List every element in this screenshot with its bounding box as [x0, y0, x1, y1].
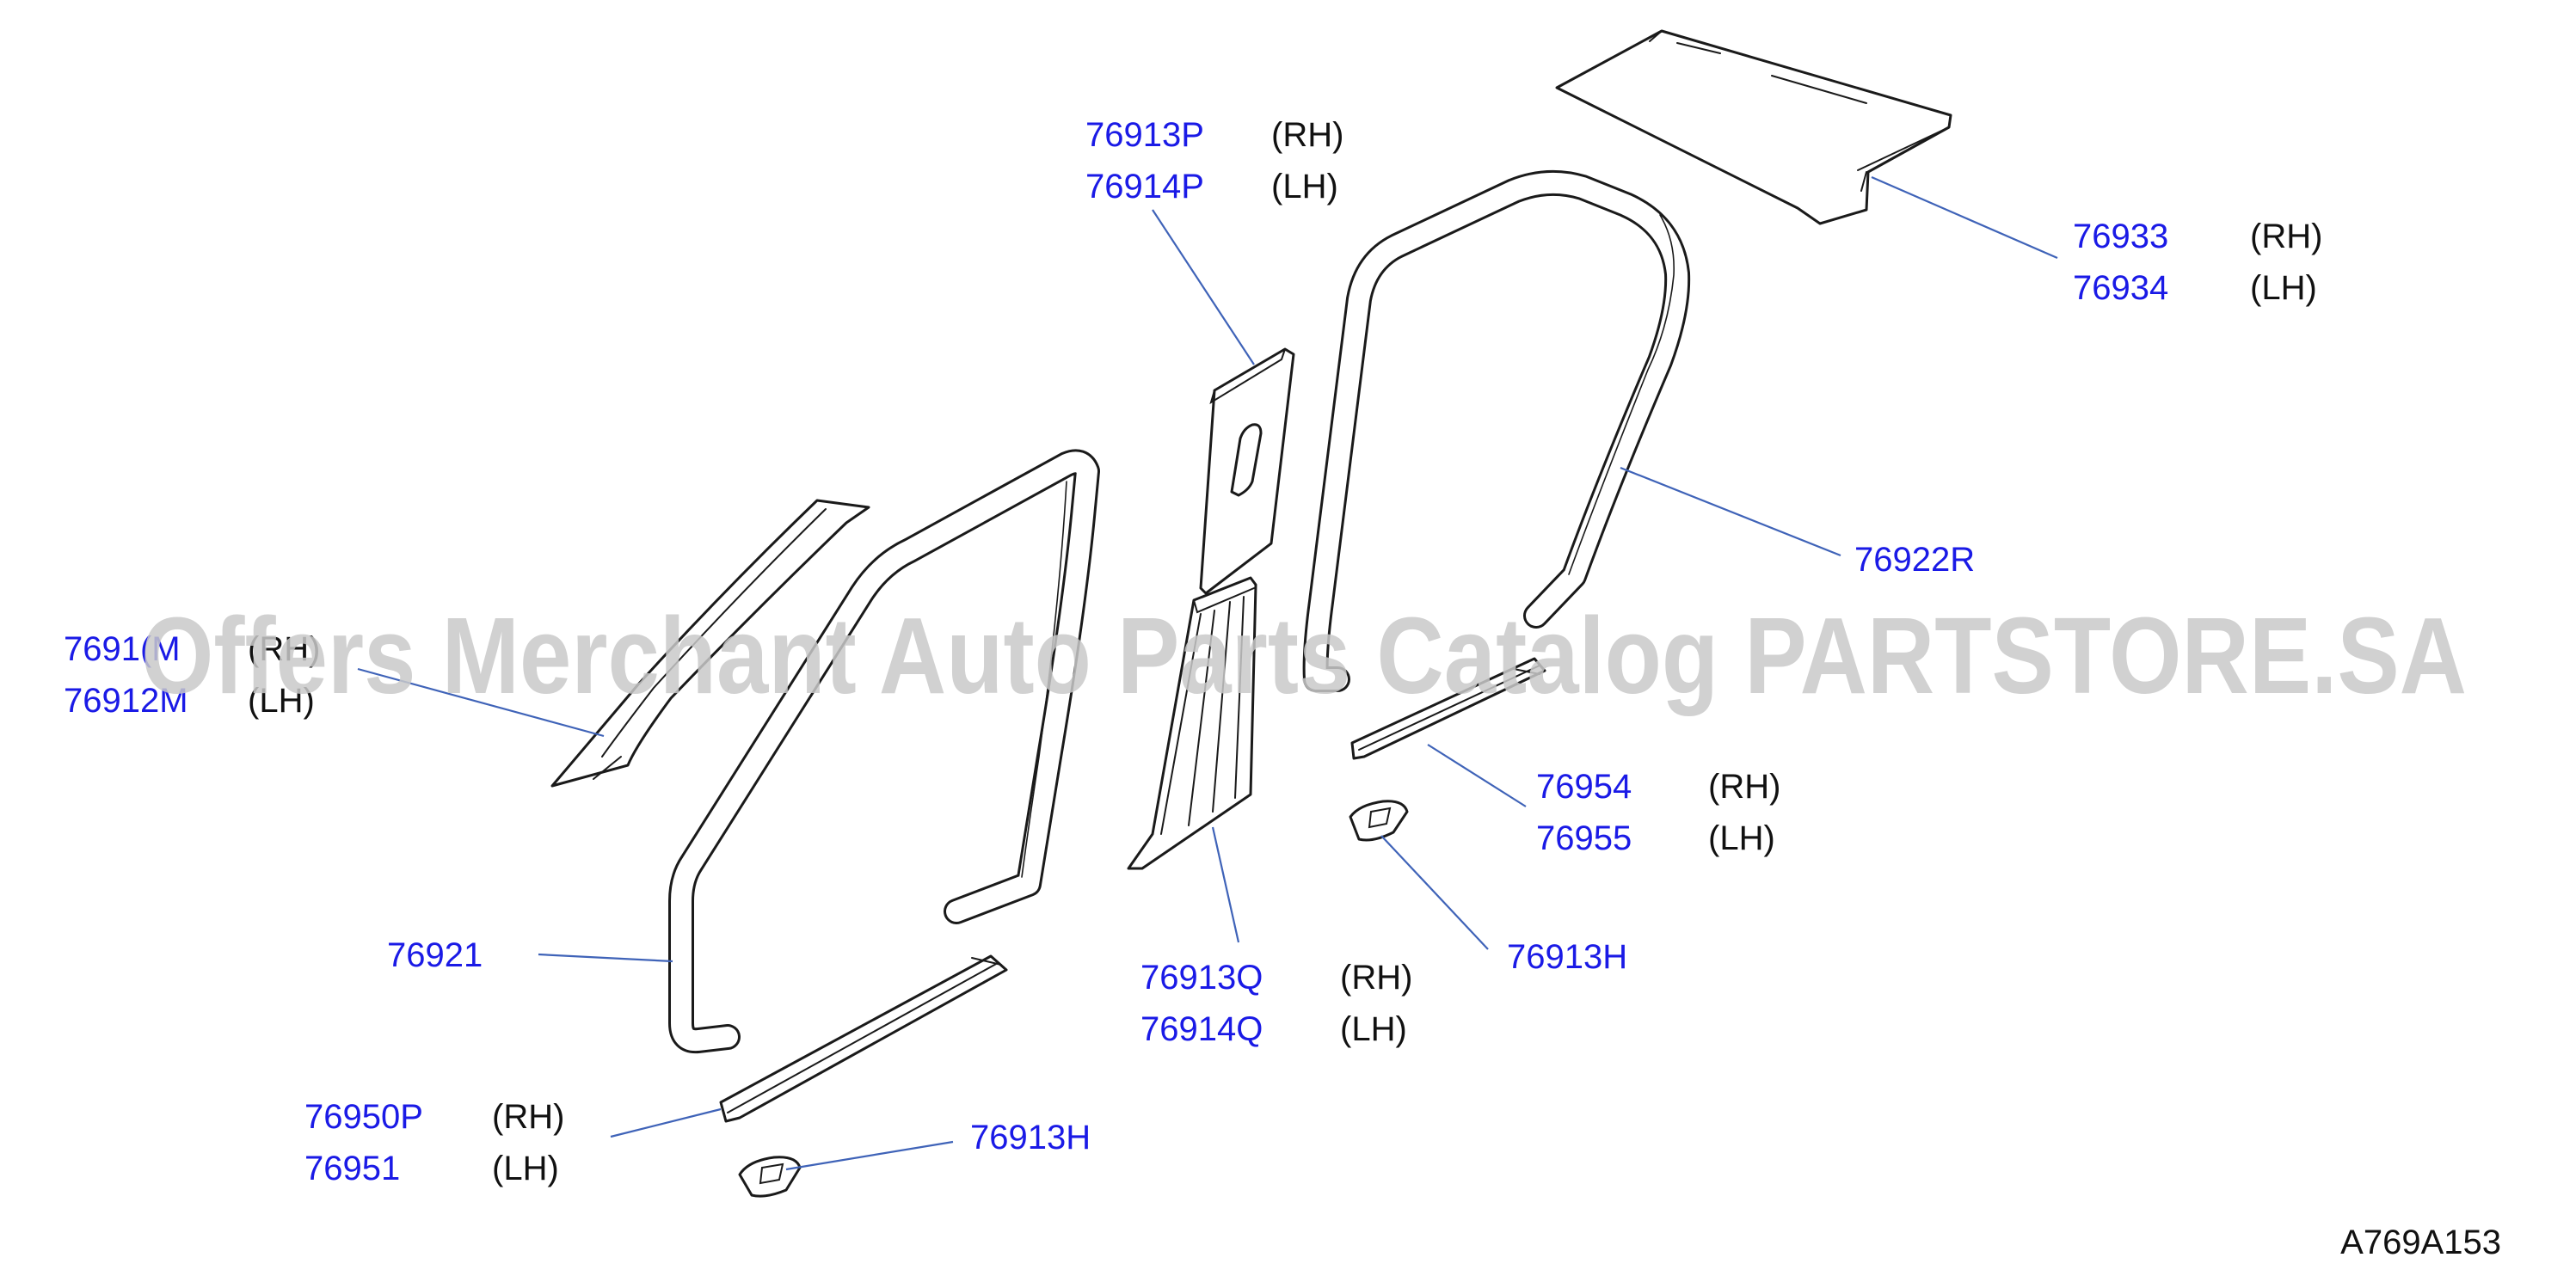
- part-number-76951[interactable]: 76951: [304, 1150, 400, 1187]
- leader-front-kicking-plate: [610, 1107, 722, 1138]
- clip-rear-part: [1349, 800, 1409, 842]
- side-label-lh: (LH): [1271, 168, 1338, 206]
- center-pillar-upper-garnish-part: [1199, 347, 1295, 595]
- part-number-76913h-rear[interactable]: 76913H: [1507, 938, 1627, 976]
- side-label-rh: (RH): [492, 1098, 564, 1136]
- front-door-weatherstrip-part: [668, 449, 1100, 1054]
- leader-clip-front: [785, 1140, 954, 1171]
- diagram-reference-code: A769A153: [2340, 1224, 2501, 1261]
- front-pillar-garnish-part: [550, 499, 870, 788]
- part-number-7691m[interactable]: 7691(M: [64, 630, 181, 668]
- leader-front-weatherstrip: [538, 953, 673, 963]
- part-number-76921[interactable]: 76921: [387, 936, 483, 974]
- roof-rail-trim-part: [1555, 29, 1952, 225]
- side-label-lh: (LH): [1340, 1010, 1407, 1048]
- part-number-76954[interactable]: 76954: [1536, 768, 1632, 806]
- rear-kicking-plate-part: [1350, 657, 1546, 760]
- part-number-76955[interactable]: 76955: [1536, 819, 1632, 857]
- side-label-lh: (LH): [2250, 269, 2317, 307]
- leader-rear-kicking-plate: [1427, 744, 1527, 807]
- side-label-rh: (RH): [1708, 768, 1780, 806]
- part-number-76913h-front[interactable]: 76913H: [970, 1119, 1091, 1156]
- side-label-lh: (LH): [492, 1150, 559, 1187]
- part-number-76913p[interactable]: 76913P: [1085, 116, 1204, 154]
- center-pillar-lower-garnish-part: [1127, 576, 1257, 870]
- side-label-lh: (LH): [248, 682, 315, 720]
- clip-front-part: [738, 1156, 802, 1198]
- watermark-text: Offers Merchant Auto Parts Catalog PARTS…: [141, 595, 2467, 716]
- rear-door-weatherstrip-part: [1302, 169, 1691, 692]
- side-label-rh: (RH): [1340, 959, 1412, 997]
- leader-clip-rear: [1380, 835, 1489, 950]
- side-label-rh: (RH): [1271, 116, 1343, 154]
- part-number-76914p[interactable]: 76914P: [1085, 168, 1204, 206]
- side-label-lh: (LH): [1708, 819, 1775, 857]
- part-number-76934[interactable]: 76934: [2073, 269, 2168, 307]
- leader-roof-rail: [1871, 175, 2058, 260]
- part-number-76912m[interactable]: 76912M: [64, 682, 188, 720]
- front-kicking-plate-part: [719, 954, 1008, 1123]
- leader-front-pillar: [357, 667, 605, 738]
- part-number-76913q[interactable]: 76913Q: [1140, 959, 1263, 997]
- side-label-rh: (RH): [2250, 218, 2322, 255]
- part-number-76922r[interactable]: 76922R: [1854, 541, 1975, 579]
- part-number-76933[interactable]: 76933: [2073, 218, 2168, 255]
- side-label-rh: (RH): [248, 630, 320, 668]
- leader-rear-weatherstrip: [1620, 466, 1841, 557]
- part-number-76950p[interactable]: 76950P: [304, 1098, 423, 1136]
- part-number-76914q[interactable]: 76914Q: [1140, 1010, 1263, 1048]
- leader-pillar-lower: [1211, 826, 1240, 943]
- leader-pillar-upper: [1152, 209, 1255, 365]
